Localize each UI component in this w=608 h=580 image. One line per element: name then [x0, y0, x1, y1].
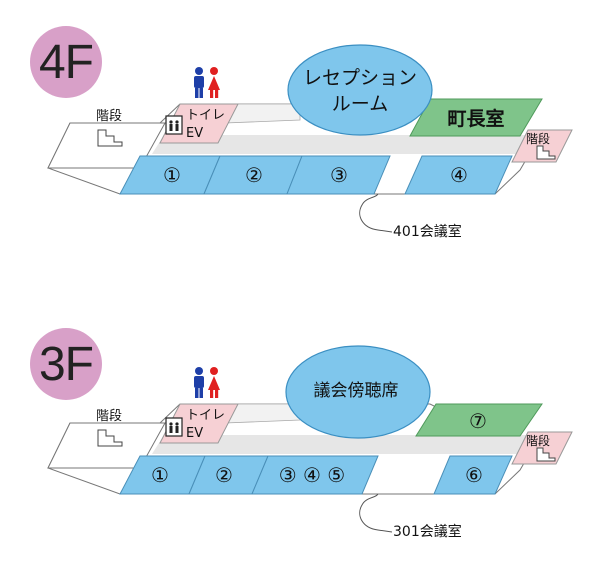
- reception-label-line1: レセプション: [303, 67, 417, 89]
- meeting-room-label: 301会議室: [393, 523, 462, 540]
- male-icon: [194, 367, 204, 398]
- stairs-left-label: 階段: [96, 409, 122, 424]
- gallery-label: 議会傍聴席: [314, 381, 399, 401]
- meeting-room-label: 401会議室: [393, 223, 462, 240]
- stairs-icon: [536, 145, 556, 160]
- floor-label: 4F: [38, 35, 94, 89]
- room-3-label: ③: [330, 163, 348, 187]
- floor-plan-4f: 階段 トイレ EV レセプション ルーム 町長室 階段 ① ② ③ ④ 401会…: [47, 44, 573, 240]
- reception-label-line2: ルーム: [332, 93, 388, 115]
- corridor: [152, 135, 540, 154]
- room-2-label: ②: [245, 163, 263, 187]
- reception-hall: [287, 44, 433, 136]
- office-area: [409, 98, 543, 137]
- floor-4f: 4F: [0, 0, 608, 270]
- elevator-label: EV: [186, 426, 203, 441]
- toilet-label: トイレ: [186, 108, 225, 123]
- stairs-icon: [97, 129, 123, 147]
- corridor: [152, 435, 540, 454]
- male-icon: [194, 67, 204, 98]
- floor-plan-3f: 階段 トイレ EV 議会傍聴席 ⑦ 階段 ① ② ③ ④ ⑤ ⑥ 301会議室: [47, 345, 573, 540]
- stairs-right-label: 階段: [526, 433, 550, 448]
- room-6: [433, 455, 513, 495]
- female-icon: [208, 367, 220, 398]
- toilet-label: トイレ: [186, 408, 225, 423]
- room-1-label: ①: [151, 463, 169, 487]
- stairs-left-label: 階段: [96, 109, 122, 124]
- room-4-label: ④: [450, 163, 468, 187]
- office-label: 町長室: [447, 107, 504, 130]
- stairs-icon: [536, 447, 556, 462]
- floor-badge-3f: 3F: [30, 328, 102, 400]
- elevator-label: EV: [186, 126, 203, 141]
- room-3-5-label: ③ ④ ⑤: [279, 463, 346, 487]
- room-1-label: ①: [163, 163, 181, 187]
- office-label: ⑦: [469, 409, 487, 433]
- room-3-5: [251, 455, 379, 495]
- floor-label: 3F: [38, 337, 94, 391]
- meeting-room-outline: [359, 493, 393, 533]
- room-4: [404, 155, 513, 195]
- office-area: [415, 403, 543, 437]
- stairs-right-label: 階段: [526, 131, 550, 146]
- floor-3f: 3F 階段 トイレ EV 議会傍聴席 ⑦: [0, 300, 608, 570]
- floor-badge-4f: 4F: [30, 26, 102, 98]
- gallery-hall: [285, 345, 431, 439]
- room-3: [286, 155, 391, 195]
- stairs-icon: [97, 429, 123, 447]
- room-6-label: ⑥: [465, 463, 483, 487]
- elevator-icon: [165, 115, 183, 135]
- room-2-label: ②: [215, 463, 233, 487]
- elevator-icon: [165, 417, 183, 437]
- female-icon: [208, 67, 220, 98]
- meeting-room-outline: [359, 193, 393, 233]
